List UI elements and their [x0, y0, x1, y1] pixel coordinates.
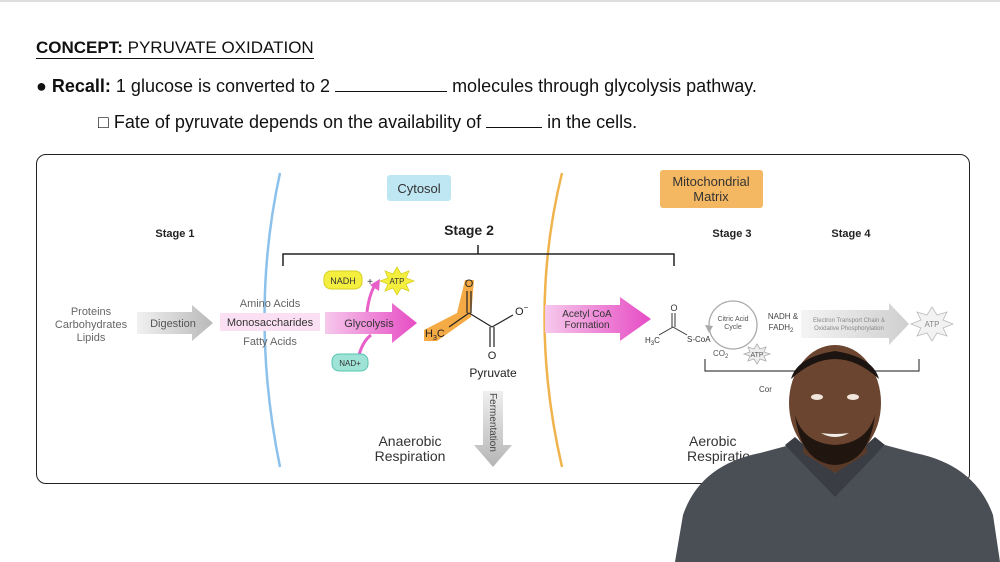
partial-label-left: Cor — [759, 385, 772, 394]
fate-line: □ Fate of pyruvate depends on the availa… — [98, 112, 637, 133]
fermentation-arrow — [474, 391, 512, 467]
digestion-arrow — [137, 305, 213, 341]
acetyl-coa-arrow — [545, 297, 651, 341]
recall-text-pre: 1 glucose is converted to 2 — [110, 76, 336, 96]
pyruvate-highlight — [424, 280, 474, 341]
presenter-right-eye — [847, 394, 859, 400]
stage3-label: Stage 3 — [712, 228, 751, 240]
citric-acid-line1: Citric Acid — [717, 316, 748, 323]
diagram-svg: Cytosol Mitochondrial Matrix Stage 1 Sta… — [55, 170, 955, 468]
top-divider — [0, 0, 1000, 2]
stage2-label: Stage 2 — [444, 222, 494, 238]
recall-label: Recall: — [51, 76, 111, 96]
input-carbohydrates: Carbohydrates — [55, 319, 128, 331]
aerobic-line2: Respiratio — [687, 448, 750, 464]
glycolysis-label: Glycolysis — [344, 318, 394, 330]
etc-line1: Electron Transport Chain & — [813, 318, 885, 324]
recall-text-post: molecules through glycolysis pathway. — [447, 76, 757, 96]
fermentation-label: Fermentation — [487, 393, 498, 452]
aerobic-line1: Aerobic — [689, 433, 736, 449]
acetyl-scoa: S-CoA — [687, 335, 711, 344]
acetyl-h3c: H3C — [645, 336, 660, 347]
fate-blank[interactable] — [486, 113, 543, 128]
monomer-fatty-acids: Fatty Acids — [243, 336, 297, 348]
nadh-fadh-line2: FADH2 — [769, 323, 794, 334]
concept-heading: CONCEPT: PYRUVATE OXIDATION — [36, 38, 314, 59]
atp-stage4-star-icon — [909, 306, 955, 342]
nadh-branch-arrow — [365, 284, 377, 313]
nadh-branch-arrowhead — [370, 279, 380, 291]
input-proteins: Proteins — [71, 306, 112, 318]
monomer-monosaccharides: Monosaccharides — [227, 317, 314, 329]
pyruvate-o-bottom: O — [488, 350, 497, 362]
fate-text-pre: Fate of pyruvate depends on the availabi… — [108, 112, 487, 132]
monomer-amino-acids: Amino Acids — [240, 298, 301, 310]
fate-text-post: in the cells. — [542, 112, 638, 132]
plus-sign: + — [367, 277, 373, 288]
recall-line: ● Recall: 1 glucose is converted to 2 mo… — [36, 76, 757, 97]
atp-stage3-star-icon — [742, 343, 772, 365]
checkbox-icon: □ — [98, 112, 109, 132]
pyruvate-o-minus: O− — [515, 303, 529, 318]
presenter-head — [789, 345, 881, 461]
cytosol-label: Cytosol — [397, 181, 440, 196]
presenter-left-eye — [811, 394, 823, 400]
concept-title: PYRUVATE OXIDATION — [122, 38, 314, 57]
etc-arrow — [801, 303, 909, 345]
atp-star-icon — [378, 266, 416, 296]
acetyl-bond-left — [658, 326, 674, 336]
nadh-badge — [323, 270, 363, 290]
presenter-shirt — [675, 445, 1000, 562]
acetyl-o: O — [670, 303, 677, 313]
mitochondrial-membrane — [543, 172, 564, 468]
atp-label: ATP — [390, 277, 405, 286]
acetyl-coa-line1: Acetyl CoA — [562, 309, 612, 320]
matrix-label-line2: Matrix — [693, 189, 729, 204]
presenter-beard — [795, 415, 875, 465]
stage1-label: Stage 1 — [155, 228, 194, 240]
nad-branch-arrow — [357, 333, 372, 356]
recall-blank[interactable] — [335, 77, 448, 92]
input-lipids: Lipids — [77, 332, 106, 344]
citric-acid-cycle-circle — [708, 300, 758, 350]
pyruvate-bond-3 — [491, 314, 514, 328]
digestion-label: Digestion — [150, 318, 196, 330]
pyruvate-bond-2 — [468, 312, 493, 328]
nadh-fadh-line1: NADH & — [768, 312, 799, 321]
presenter-mouth — [821, 433, 849, 437]
pyruvate-label: Pyruvate — [469, 366, 517, 380]
co2-label: CO2 — [713, 349, 729, 360]
pyruvate-bond-1 — [448, 312, 470, 328]
monosaccharides-highlight — [220, 313, 320, 331]
atp-stage3-label: ATP — [750, 352, 763, 359]
presenter-hair — [791, 351, 879, 379]
stage4-label: Stage 4 — [831, 228, 871, 240]
anaerobic-line1: Anaerobic — [378, 433, 441, 449]
etc-line2: Oxidative Phosphorylation — [814, 326, 884, 332]
pyruvate-h3c: H3C — [425, 328, 445, 342]
pyruvate-o-top: O — [465, 278, 474, 290]
citric-cycle-arrowhead — [705, 325, 713, 333]
nad-badge — [331, 353, 369, 372]
concept-label: CONCEPT: — [36, 38, 123, 57]
nad-label: NAD+ — [339, 359, 361, 368]
anaerobic-line2: Respiration — [375, 448, 446, 464]
nadh-label: NADH — [330, 276, 356, 286]
presenter-video — [675, 345, 1000, 562]
acetyl-bond-right — [672, 326, 688, 336]
acetyl-coa-line2: Formation — [564, 320, 609, 331]
stage2-bracket — [282, 245, 675, 266]
citric-acid-line2: Cycle — [724, 324, 742, 331]
matrix-label-box — [660, 170, 763, 208]
bullet-icon: ● — [36, 76, 47, 96]
atp-stage4-label: ATP — [925, 320, 940, 329]
glycolysis-arrow — [325, 303, 417, 343]
cytosol-label-box — [387, 175, 451, 201]
matrix-label-line1: Mitochondrial — [672, 174, 749, 189]
respiration-diagram: Cytosol Mitochondrial Matrix Stage 1 Sta… — [36, 154, 970, 484]
